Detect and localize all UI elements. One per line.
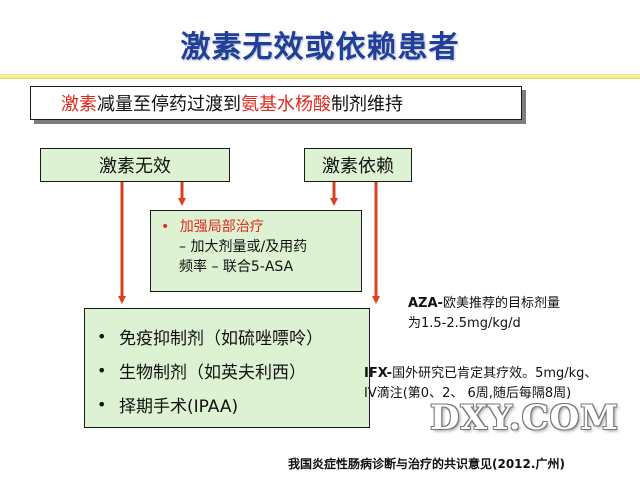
bullet-icon: • bbox=[97, 360, 107, 380]
steroid-dependent-label: 激素依赖 bbox=[322, 156, 394, 177]
local-therapy-line-2: 频率 – 联合5-ASA bbox=[179, 259, 294, 275]
local-therapy-heading: 加强局部治疗 bbox=[179, 219, 264, 235]
aza-label: AZA- bbox=[408, 296, 443, 311]
maintenance-taper-text: 减量至停药过渡到 bbox=[97, 94, 241, 115]
aza-note-line-2: 为1.5-2.5mg/kg/d bbox=[408, 316, 521, 331]
aza-note-line-1: AZA-欧美推荐的目标剂量 bbox=[408, 294, 560, 314]
local-therapy-heading-row: • 加强局部治疗 bbox=[161, 217, 351, 237]
ifx-note-line-1: IFX-国外研究已肯定其疗效。5mg/kg、 bbox=[364, 364, 597, 384]
maintenance-box: 激素 减量至停药过渡到 氨基水杨酸 制剂维持 bbox=[30, 86, 522, 120]
escalation-options-box: • 免疫抑制剂（如硫唑嘌呤） • 生物制剂（如英夫利西） • 择期手术(IPAA… bbox=[84, 308, 370, 428]
ifx-dose-note: IFX-国外研究已肯定其疗效。5mg/kg、 IV滴注(第0、2、 6周,随后每… bbox=[364, 364, 597, 404]
option-item: • 免疫抑制剂（如硫唑嘌呤） bbox=[97, 319, 357, 353]
option-item: • 择期手术(IPAA) bbox=[97, 387, 357, 421]
aza-note-text-1: 欧美推荐的目标剂量 bbox=[442, 296, 560, 311]
maintenance-steroid-text: 激素 bbox=[61, 94, 97, 115]
option-immunosuppressant: 免疫抑制剂（如硫唑嘌呤） bbox=[119, 328, 323, 349]
ifx-note-text-1: 国外研究已肯定其疗效。5mg/kg、 bbox=[392, 366, 598, 381]
option-biologic: 生物制剂（如英夫利西） bbox=[119, 362, 306, 383]
steroid-refractory-label: 激素无效 bbox=[99, 156, 171, 177]
ifx-label: IFX- bbox=[364, 366, 393, 381]
bullet-icon: • bbox=[97, 394, 107, 414]
bullet-icon: • bbox=[161, 219, 170, 235]
option-surgery: 择期手术(IPAA) bbox=[119, 396, 239, 417]
steroid-dependent-box: 激素依赖 bbox=[304, 148, 412, 182]
local-therapy-line-1: – 加大剂量或/及用药 bbox=[179, 239, 308, 255]
title-underline bbox=[0, 74, 640, 78]
option-item: • 生物制剂（如英夫利西） bbox=[97, 353, 357, 387]
maintenance-formulation-text: 制剂维持 bbox=[331, 94, 403, 115]
ifx-note-line-2: IV滴注(第0、2、 6周,随后每隔8周) bbox=[364, 386, 572, 401]
watermark-logo: DXY.COM bbox=[430, 398, 619, 438]
aza-dose-note: AZA-欧美推荐的目标剂量 为1.5-2.5mg/kg/d bbox=[408, 294, 560, 334]
title-underline-accent bbox=[0, 78, 640, 79]
local-therapy-box: • 加强局部治疗 – 加大剂量或/及用药 频率 – 联合5-ASA bbox=[150, 210, 362, 292]
steroid-refractory-box: 激素无效 bbox=[40, 148, 230, 182]
bullet-icon: • bbox=[97, 326, 107, 346]
slide-title: 激素无效或依赖患者 bbox=[180, 30, 460, 65]
maintenance-5asa-text: 氨基水杨酸 bbox=[241, 94, 331, 115]
source-citation: 我国炎症性肠病诊断与治疗的共识意见(2012.广州) bbox=[288, 457, 565, 471]
